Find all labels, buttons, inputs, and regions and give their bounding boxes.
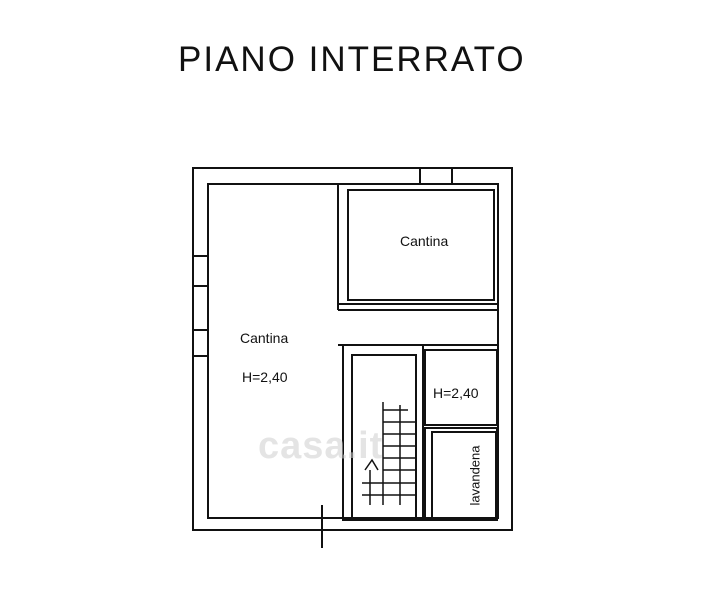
small-room-walls [424,349,498,426]
small-room-height: H=2,40 [433,385,479,401]
staircase [362,402,415,505]
laundry-walls [424,427,498,521]
cantina-large-label: Cantina [240,330,289,346]
stair-inner [351,354,417,519]
laundry-inner [431,431,497,519]
cantina-small-walls [337,183,499,305]
top-window [419,167,453,185]
laundry-label: lavandena [467,445,483,506]
cantina-small-label: Cantina [400,233,449,249]
left-window-2 [192,329,209,357]
cantina-large-height: H=2,40 [242,369,288,385]
stair-enclosure [342,344,424,521]
watermark: casa.it [258,425,384,467]
cantina-small-inner [347,189,495,301]
floor-plan-title: PIANO INTERRATO [178,40,526,79]
left-window-1 [192,255,209,287]
